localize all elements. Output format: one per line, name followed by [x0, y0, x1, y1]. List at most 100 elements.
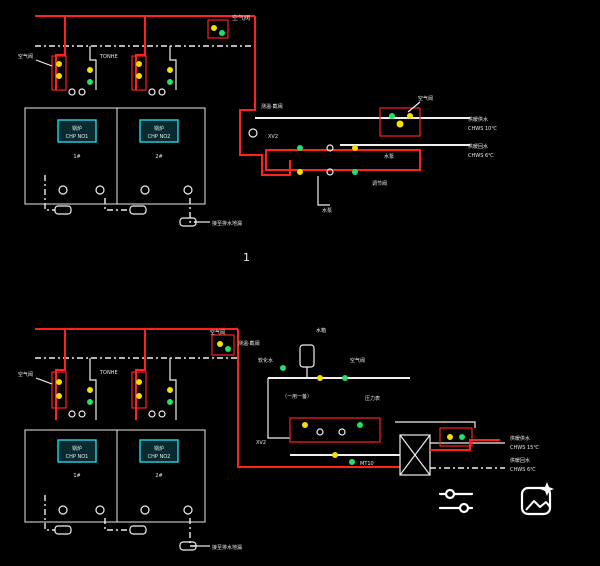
air-vent-label: 空气阀	[18, 53, 33, 60]
fitting-icon	[280, 365, 286, 371]
valve-icon	[136, 393, 142, 399]
boiler3-supply	[55, 329, 66, 420]
boiler1-return	[89, 46, 97, 90]
air-vent-label: 空气阀	[232, 14, 250, 22]
return-drop	[267, 378, 290, 439]
valve-icon	[56, 73, 62, 79]
gauge-icon	[148, 410, 156, 418]
fitting-icon	[349, 459, 355, 465]
hx-diagonal	[399, 434, 431, 476]
fitting-icon	[87, 79, 93, 85]
outlet-supply-bottom: 供暖供水	[510, 435, 530, 442]
system-top: 空气阀 空气阀 TONHE 锅炉 CHP NO1 锅炉 CHP NO2 1#	[18, 14, 497, 227]
gauge-icon	[68, 88, 76, 96]
valve-icon	[136, 379, 142, 385]
drain-label: 接至排水地漏	[212, 544, 242, 551]
drain-icon	[58, 505, 68, 515]
valve-icon	[352, 145, 358, 151]
boiler-2-sub: CHP NO2	[148, 134, 171, 140]
boiler-1-name: 锅炉	[72, 125, 82, 132]
hx-out-red	[430, 439, 500, 451]
valve-icon	[56, 393, 62, 399]
image-sparkle-button[interactable]	[520, 482, 554, 516]
valve-icon	[302, 422, 308, 428]
leader-line	[35, 377, 53, 385]
outlet-supply-bottom-temp: CHWS 15℃	[510, 445, 539, 451]
air-vent-group	[211, 334, 235, 356]
valve-code-label: XV2	[256, 440, 266, 446]
boiler2-return	[169, 46, 177, 90]
pump-set	[289, 417, 381, 443]
valve-icon	[217, 341, 223, 347]
boiler1-valve-group	[51, 55, 67, 91]
sliders-button[interactable]	[438, 488, 474, 514]
gauge-icon	[78, 410, 86, 418]
valve-icon	[87, 67, 93, 73]
drain-line	[104, 198, 130, 211]
supply-riser	[237, 329, 400, 468]
boiler4-valve-group	[131, 371, 147, 409]
gauge-icon	[78, 88, 86, 96]
tonhe-label: TONHE	[99, 54, 118, 60]
boiler-4-housing	[116, 429, 206, 523]
drain-trap	[129, 205, 147, 215]
drain-icon	[95, 505, 105, 515]
gauge-label: 压力表	[365, 395, 380, 402]
boiler4-supply	[135, 329, 146, 420]
valve-icon	[56, 379, 62, 385]
drain-branch	[317, 176, 330, 206]
drain-line	[189, 518, 196, 547]
boiler-1-unit: 1#	[73, 154, 80, 160]
leader-line	[407, 101, 421, 113]
duty-label: （一用一备）	[282, 393, 312, 400]
tank-icon	[299, 344, 315, 368]
fitting-icon	[167, 79, 173, 85]
pump-manifold	[379, 107, 421, 137]
valve-code-label: XV2	[268, 134, 278, 140]
supply-riser	[239, 16, 291, 176]
expansion-icon	[248, 128, 258, 138]
boiler-3-sub: CHP NO1	[66, 454, 89, 460]
drain-label: 接至排水地漏	[212, 220, 242, 227]
valve-icon	[136, 61, 142, 67]
outlet-return-bottom-temp: CHWS 6℃	[510, 467, 536, 473]
air-vent-label: 空气阀	[210, 329, 225, 336]
sliders-icon	[438, 488, 474, 514]
drain-line	[189, 198, 196, 223]
valve-icon	[317, 375, 323, 381]
hx-valve-group	[439, 427, 473, 447]
valve-icon	[332, 452, 338, 458]
sensor-code: MT10	[360, 461, 374, 467]
boiler-3-unit: 1#	[73, 473, 80, 479]
valve-icon	[447, 434, 453, 440]
fitting-icon	[389, 113, 395, 119]
boiler3-valve-group	[51, 371, 67, 409]
pump-icon	[326, 144, 334, 152]
valve-icon	[136, 73, 142, 79]
air-vent-label: 空气阀	[18, 371, 33, 378]
tank-label: 水箱	[316, 327, 326, 334]
drain-icon	[183, 505, 193, 515]
gauge-icon	[158, 88, 166, 96]
drain-icon	[140, 505, 150, 515]
drain-icon	[140, 185, 150, 195]
heat-exchanger	[399, 434, 431, 476]
valve-icon	[211, 25, 217, 31]
boiler-4-name: 锅炉	[154, 445, 164, 452]
drain-trap	[54, 525, 72, 535]
boiler-3-name: 锅炉	[72, 445, 82, 452]
hx-top-branch	[395, 421, 476, 428]
pump-icon	[316, 428, 324, 436]
outlet-supply-top-temp: CHWS 10℃	[468, 126, 497, 132]
boiler-1-panel	[57, 119, 97, 143]
air-vent-label: 空气阀	[418, 95, 433, 102]
boiler-2-name: 锅炉	[154, 125, 164, 132]
figure-number: 1	[243, 251, 250, 264]
valve-icon	[167, 387, 173, 393]
boiler2-valve-group	[131, 55, 147, 91]
valve-icon	[56, 61, 62, 67]
fitting-icon	[342, 375, 348, 381]
drain-trap	[54, 205, 72, 215]
chem-label: 软化水	[258, 357, 273, 364]
